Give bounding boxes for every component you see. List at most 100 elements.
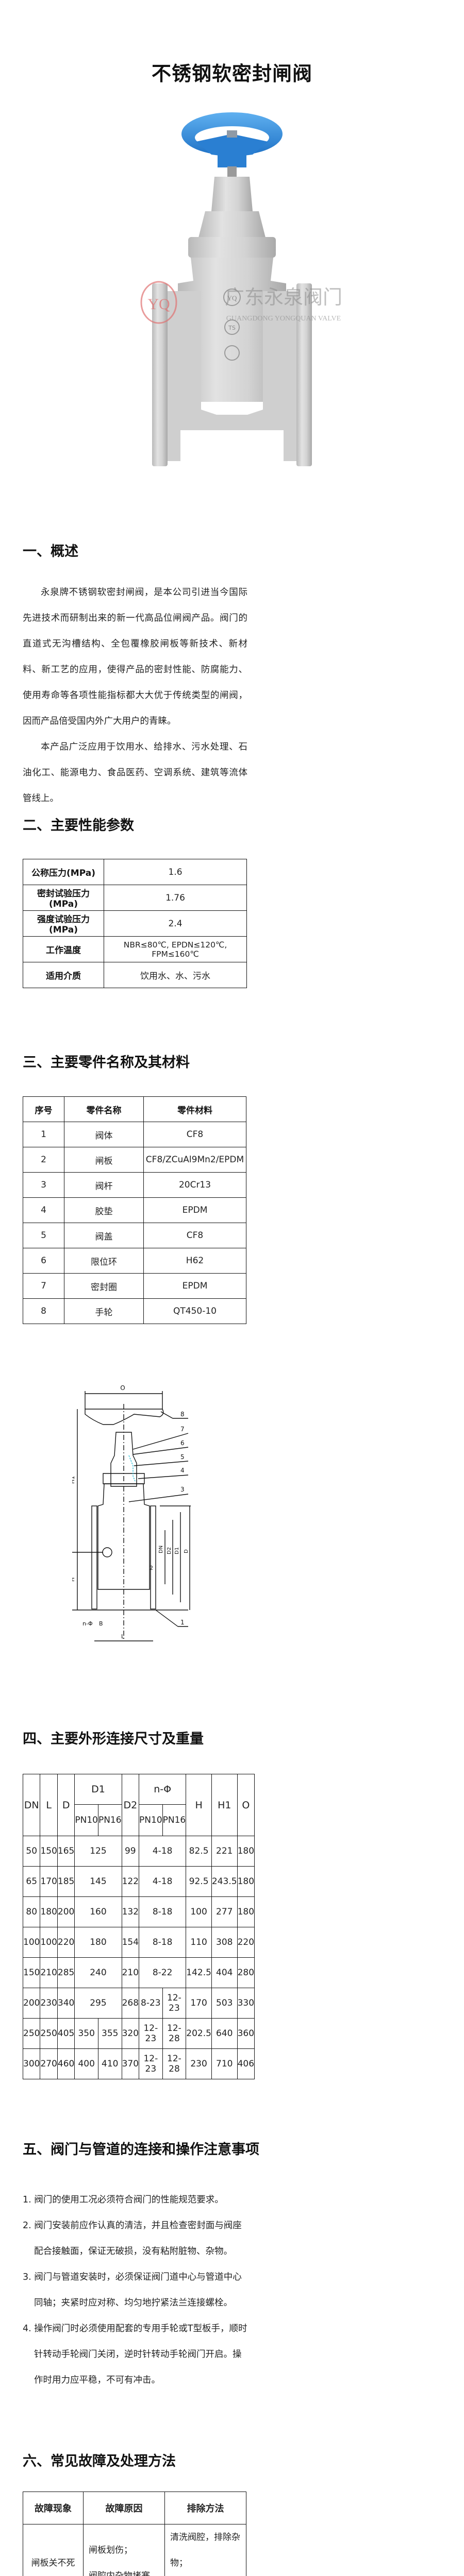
cell-o: 180 xyxy=(237,1896,255,1927)
list-item-number: 2. xyxy=(23,2221,31,2231)
cell-d1: 180 xyxy=(74,1927,122,1958)
cell-d1: 160 xyxy=(74,1896,122,1927)
svg-text:YQ: YQ xyxy=(227,294,237,302)
part-material: H62 xyxy=(143,1248,246,1274)
part-material: QT450-10 xyxy=(143,1298,246,1324)
cell-d1-pn16: 355 xyxy=(97,2018,122,2049)
param-label: 适用介质 xyxy=(23,962,104,988)
cell-n-phi: 8-22 xyxy=(139,1957,187,1988)
param-label: 工作温度 xyxy=(23,936,104,962)
section-heading-overview: 一、概述 xyxy=(23,544,78,560)
part-number: 7 xyxy=(23,1273,64,1299)
cell-d2: 320 xyxy=(121,2018,140,2049)
column-header: 排除方法 xyxy=(164,2492,246,2524)
column-header-d2: D2 xyxy=(121,1774,140,1836)
column-header-n-phi: n-Φ xyxy=(139,1774,187,1805)
cell-dn: 150 xyxy=(22,1957,41,1988)
part-number: 4 xyxy=(23,1197,64,1223)
cell-d: 405 xyxy=(57,2018,75,2049)
column-header-d1: D1 xyxy=(74,1774,122,1805)
cell-o: 280 xyxy=(237,1957,255,1988)
faults-table: 故障现象 故障原因 排除方法 闸板关不死 闸板划伤； 阀腔内杂物堵塞。 清洗阀腔… xyxy=(23,2492,246,2576)
section-heading-parts: 三、主要零件名称及其材料 xyxy=(23,1055,190,1071)
notes-list: 1. 阀门的使用工况必须符合阀门的性能规范要求。 2. 阀门安装前应作认真的清洁… xyxy=(23,2187,250,2393)
cell-d: 220 xyxy=(57,1927,75,1958)
section-heading-dimensions: 四、主要外形连接尺寸及重量 xyxy=(23,1731,204,1747)
cell-d2: 268 xyxy=(121,1988,140,2019)
list-item: 4. 操作阀门时必须使用配套的专用手轮或T型板手，顺时针转动手轮阀门关闭，逆时针… xyxy=(23,2316,250,2393)
column-header-d: D xyxy=(57,1774,75,1836)
column-header: 故障原因 xyxy=(83,2492,165,2524)
list-item-text: 阀门与管道安装时，必须保证阀门道中心与管道中心同轴；夹紧时应对称、均匀地拧紧法兰… xyxy=(34,2272,242,2308)
svg-text:3: 3 xyxy=(180,1486,185,1493)
cell-dn: 50 xyxy=(22,1836,41,1867)
cell-h: 230 xyxy=(186,2048,212,2079)
part-number: 5 xyxy=(23,1223,64,1248)
cell-d1-pn10: 350 xyxy=(74,2018,98,2049)
cell-h1: 710 xyxy=(211,2048,238,2079)
cell-o: 180 xyxy=(237,1866,255,1897)
svg-text:8: 8 xyxy=(180,1411,185,1418)
table-row: 适用介质饮用水、水、污水 xyxy=(23,962,247,988)
part-name: 手轮 xyxy=(64,1298,144,1324)
cell-h: 92.5 xyxy=(186,1866,212,1897)
cell-l: 100 xyxy=(40,1927,58,1958)
cell-h: 100 xyxy=(186,1896,212,1927)
cell-l: 180 xyxy=(40,1896,58,1927)
cell-d: 200 xyxy=(57,1896,75,1927)
cell-o: 360 xyxy=(237,2018,255,2049)
part-material: 20Cr13 xyxy=(143,1172,246,1198)
svg-text:H: H xyxy=(72,1578,76,1582)
part-material: CF8 xyxy=(143,1223,246,1248)
fault-remedy: 清洗阀腔，排除杂物； xyxy=(170,2532,240,2568)
part-material: EPDM xyxy=(143,1273,246,1299)
cell-l: 210 xyxy=(40,1957,58,1988)
part-name: 密封圈 xyxy=(64,1273,144,1299)
svg-text:6: 6 xyxy=(180,1439,185,1447)
list-item-text: 阀门的使用工况必须符合阀门的性能规范要求。 xyxy=(34,2195,224,2205)
column-subheader-pn16: PN16 xyxy=(97,1804,122,1836)
svg-text:O: O xyxy=(120,1384,125,1392)
cell-h1: 404 xyxy=(211,1957,238,1988)
part-name: 阀盖 xyxy=(64,1223,144,1248)
column-header-dn: DN xyxy=(22,1774,41,1836)
table-row: 300 270 460 400 410 370 12-23 12-28 230 … xyxy=(22,2048,255,2079)
part-number: 6 xyxy=(23,1248,64,1274)
svg-text:D2: D2 xyxy=(167,1547,172,1554)
cell-h1: 640 xyxy=(211,2018,238,2049)
column-header: 序号 xyxy=(23,1096,64,1122)
param-value: 1.76 xyxy=(104,885,247,911)
param-label: 强度试验压力(MPa) xyxy=(23,910,104,937)
svg-text:H1: H1 xyxy=(72,1476,76,1484)
cell-d: 285 xyxy=(57,1957,75,1988)
column-subheader-pn16: PN16 xyxy=(162,1804,187,1836)
cell-d1: 145 xyxy=(74,1866,122,1897)
section-heading-performance: 二、主要性能参数 xyxy=(23,818,134,834)
section-heading-notes: 五、阀门与管道的连接和操作注意事项 xyxy=(23,2142,259,2158)
svg-text:TS: TS xyxy=(228,325,236,331)
param-value: 饮用水、水、污水 xyxy=(104,962,247,988)
cell-dn: 300 xyxy=(22,2048,41,2079)
cell-l: 170 xyxy=(40,1866,58,1897)
overview-paragraph: 本产品广泛应用于饮用水、给排水、污水处理、石油化工、能源电力、食品医药、空调系统… xyxy=(23,742,247,804)
cell-d1-pn16: 410 xyxy=(97,2048,122,2079)
cell-n-phi: 4-18 xyxy=(139,1866,187,1897)
fault-cause: 闸板划伤； xyxy=(89,2545,132,2555)
cell-h1: 243.5 xyxy=(211,1866,238,1897)
part-number: 8 xyxy=(23,1298,64,1324)
column-header-h1: H1 xyxy=(211,1774,238,1836)
dimensions-table: DN L D D1 D2 n-Φ H H1 O PN10 PN16 PN10 P… xyxy=(22,1774,255,2079)
gate-valve-image: YQ TS YQ 广东永泉阀门 GUANGDONG YONGQUAN VALVE xyxy=(140,112,342,484)
cell-d1: 240 xyxy=(74,1957,122,1988)
param-label: 密封试验压力(MPa) xyxy=(23,885,104,911)
cell-d1: 125 xyxy=(74,1836,122,1867)
column-subheader-pn10: PN10 xyxy=(74,1804,98,1836)
cell-d: 165 xyxy=(57,1836,75,1867)
